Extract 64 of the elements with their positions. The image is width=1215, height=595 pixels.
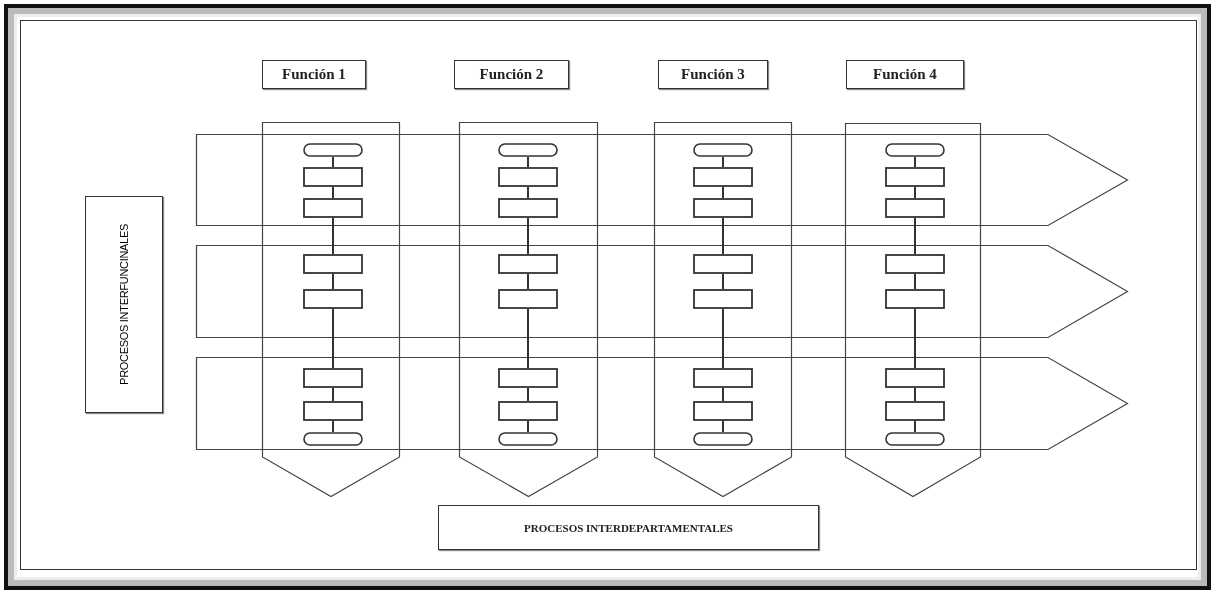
connector-line: [722, 217, 724, 255]
connector-line: [722, 308, 724, 369]
connector-line: [914, 273, 916, 290]
function-header: Función 4: [873, 66, 937, 83]
process-box: [693, 368, 753, 388]
process-box: [885, 254, 945, 274]
connector-line: [914, 186, 916, 199]
connector-line: [722, 156, 724, 168]
process-box: [885, 167, 945, 187]
process-box: [693, 401, 753, 421]
process-box: [303, 254, 363, 274]
process-box: [498, 289, 558, 309]
connector-line: [332, 387, 334, 402]
function-header-box: [846, 60, 964, 89]
connector-line: [527, 217, 529, 255]
connector-line: [722, 186, 724, 199]
process-box: [885, 368, 945, 388]
process-label-box: [438, 505, 819, 550]
function-header: Función 1: [282, 66, 346, 83]
connector-line: [914, 387, 916, 402]
process-box: [498, 254, 558, 274]
connector-line: [722, 387, 724, 402]
connector-line: [527, 420, 529, 433]
connector-line: [722, 420, 724, 433]
process-box: [498, 368, 558, 388]
connector-line: [332, 308, 334, 369]
connector-line: [332, 156, 334, 168]
connector-line: [332, 273, 334, 290]
connector-line: [332, 217, 334, 255]
function-header-box: [262, 60, 366, 89]
process-box: [885, 198, 945, 218]
process-box: [498, 198, 558, 218]
process-box: [885, 401, 945, 421]
connector-line: [914, 217, 916, 255]
process-box: [303, 167, 363, 187]
connector-line: [527, 156, 529, 168]
process-box: [693, 198, 753, 218]
process-box: [303, 198, 363, 218]
process-box: [303, 368, 363, 388]
process-label-box: [85, 196, 163, 413]
process-box: [693, 167, 753, 187]
connector-line: [332, 420, 334, 433]
connector-line: [527, 186, 529, 199]
connector-line: [332, 186, 334, 199]
process-label: PROCESOS INTERFUNCINALES: [118, 224, 130, 385]
process-box: [498, 401, 558, 421]
connector-line: [722, 273, 724, 290]
process-box: [303, 289, 363, 309]
connector-line: [527, 387, 529, 402]
function-header-box: [658, 60, 768, 89]
process-box: [498, 167, 558, 187]
function-header-box: [454, 60, 569, 89]
connector-line: [527, 273, 529, 290]
function-header: Función 2: [479, 66, 544, 83]
connector-line: [914, 420, 916, 433]
connector-line: [527, 308, 529, 369]
process-box: [693, 254, 753, 274]
process-label: PROCESOS INTERDEPARTAMENTALES: [524, 521, 733, 534]
function-header: Función 3: [681, 66, 745, 83]
connector-line: [914, 156, 916, 168]
process-box: [885, 289, 945, 309]
process-box: [303, 401, 363, 421]
process-box: [693, 289, 753, 309]
connector-line: [914, 308, 916, 369]
